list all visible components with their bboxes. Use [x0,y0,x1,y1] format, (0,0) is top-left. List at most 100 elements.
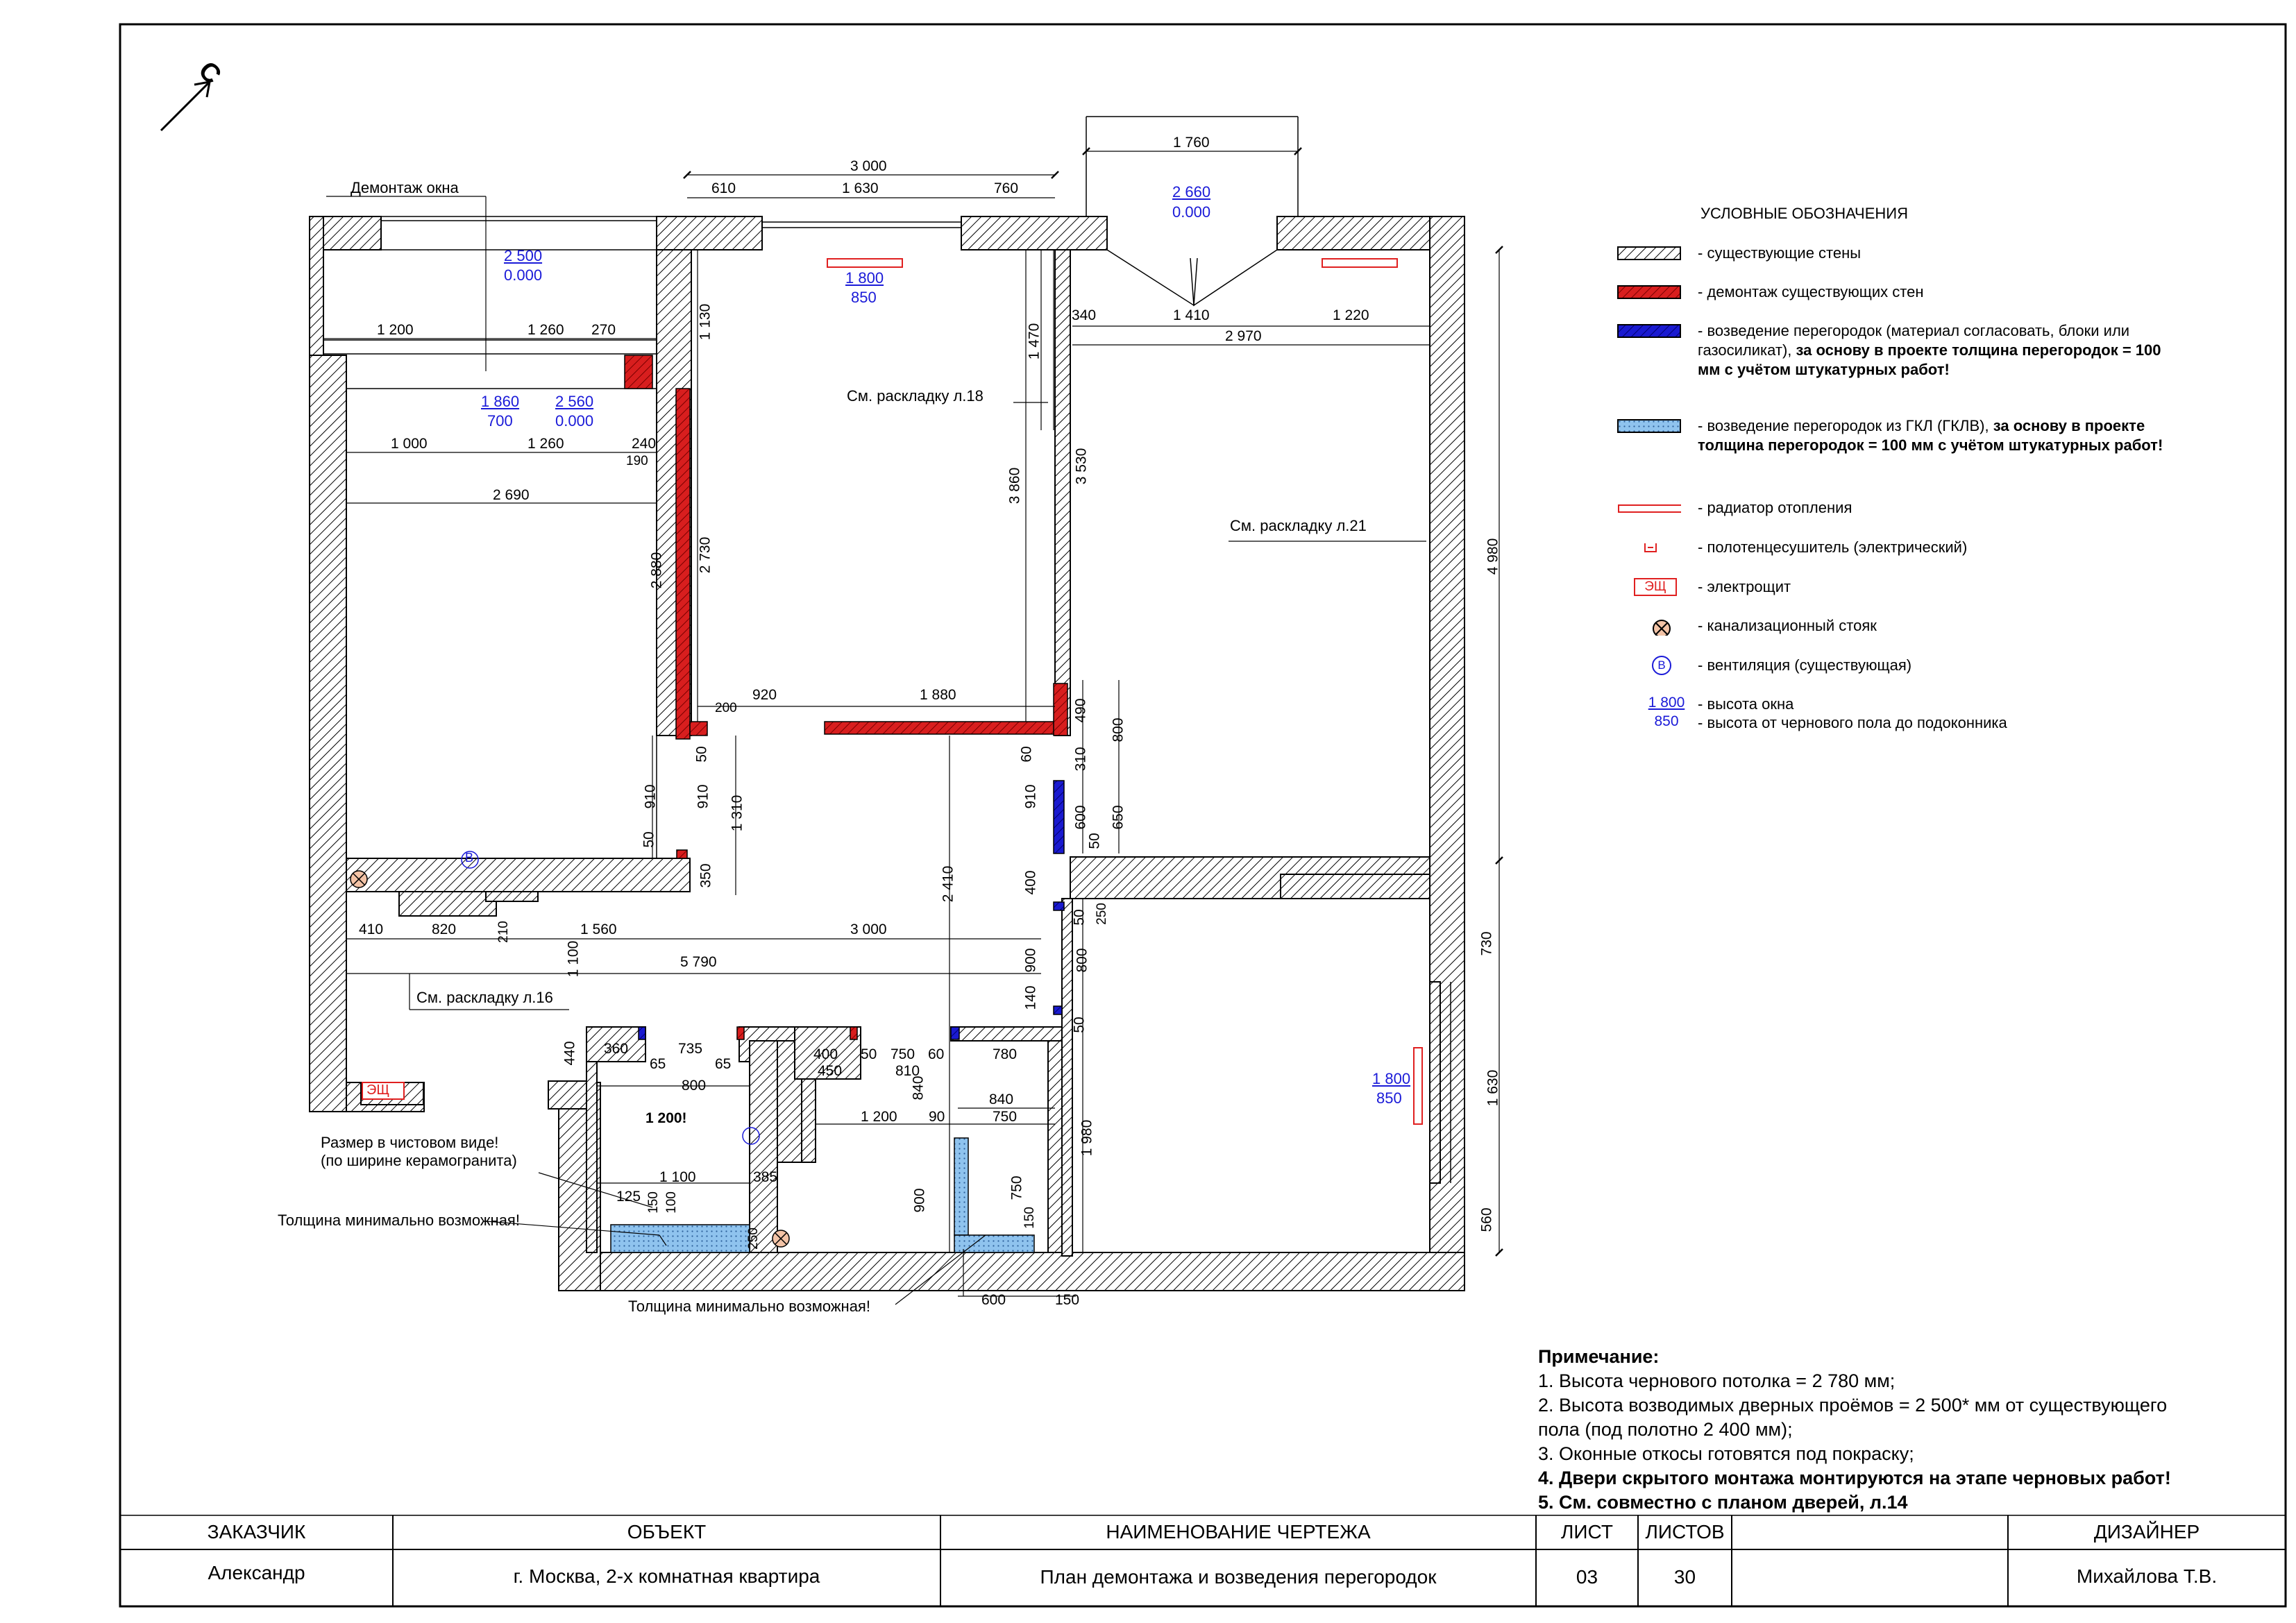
dim-3530: 3 530 [1073,448,1090,485]
existing-walls [309,216,1465,1291]
window-height-5: 2 560 [555,393,594,410]
dim-490: 490 [1072,698,1089,723]
legend-title: УСЛОВНЫЕ ОБОЗНАЧЕНИЯ [1700,205,1908,222]
north-arrow-icon [160,80,211,132]
label-see-layout-16: См. раскладку л.16 [416,989,553,1006]
note-line-6: 5. См. совместно с планом дверей, л.14 [1538,1492,1908,1513]
dim-1470: 1 470 [1026,323,1043,360]
label-see-layout-21: См. раскладку л.21 [1230,517,1367,534]
dim-385: 385 [753,1169,778,1185]
dim-820: 820 [432,921,457,937]
dim-250-a: 250 [1094,903,1109,925]
dim-150-c: 150 [1055,1292,1080,1308]
note-line-4: 3. Оконные откосы готовятся под покраску… [1538,1443,1914,1464]
tb-header-designer: ДИЗАЙНЕР [2093,1521,2200,1543]
window-sill-3: 850 [851,289,877,306]
dim-200: 200 [715,701,737,715]
sewer-riser-icon [1653,620,1671,636]
existing-wall-swatch [1617,246,1681,260]
window-height-4: 1 860 [481,393,520,410]
dim-4980: 4 980 [1485,538,1501,575]
dim-2970: 2 970 [1225,328,1262,344]
demolition-walls [624,355,1068,1040]
dim-360: 360 [604,1041,629,1057]
dim-5790: 5 790 [680,954,717,970]
tb-header-object: ОБЪЕКТ [627,1521,707,1543]
note-line-2: 2. Высота возводимых дверных проёмов = 2… [1538,1395,2168,1416]
tb-header-sheet: ЛИСТ [1561,1521,1613,1543]
electrical-panel-icon: ЭЩ [1634,578,1677,596]
dim-240: 240 [632,436,657,452]
label-finished-size: Размер в чистовом виде! [321,1134,499,1151]
electrical-panel-icon [362,1082,405,1100]
dim-910-b: 910 [695,784,711,809]
dim-310: 310 [1072,747,1089,772]
label-see-layout-18: См. раскладку л.18 [847,387,984,405]
dim-150-b: 150 [1022,1207,1037,1229]
dim-1100-b: 1 100 [659,1169,696,1185]
dim-250-b: 250 [745,1227,761,1250]
tb-value-sheet: 03 [1576,1566,1598,1588]
dim-210: 210 [496,921,511,943]
partition-gkl-swatch [1617,419,1681,433]
dim-150-a: 150 [645,1191,661,1214]
dim-600-b: 600 [981,1292,1006,1308]
radiator-icons [827,258,1423,1125]
dim-3000-top: 3 000 [850,158,887,174]
electrical-panel-label: ЭЩ [366,1082,390,1098]
window-sill-6: 850 [1376,1089,1402,1107]
note-line-3: пола (под полотно 2 400 мм); [1538,1419,1793,1440]
tb-value-drawing: План демонтажа и возведения перегородок [1040,1566,1437,1588]
window-height-symbol: 1 800 850 [1648,695,1685,729]
dim-610: 610 [711,180,736,196]
new-partitions [610,780,1065,1253]
window-sill-5: 0.000 [555,412,594,430]
dim-3860: 3 860 [1006,467,1023,504]
notes: Примечание: 1. Высота чернового потолка … [1538,1345,2232,1515]
dim-840-a: 840 [910,1076,927,1101]
tb-header-sheets: ЛИСТОВ [1645,1521,1725,1543]
dim-900-a: 900 [1022,948,1039,973]
dim-140: 140 [1022,985,1039,1010]
dim-50-d: 50 [1071,909,1088,926]
dim-780: 780 [993,1046,1018,1062]
window-height-1: 2 500 [504,247,543,264]
dim-1310: 1 310 [729,794,745,832]
dim-350: 350 [698,863,714,888]
dim-1260-room: 1 260 [527,436,564,452]
dim-750-b: 750 [993,1109,1018,1125]
dim-650: 650 [1110,805,1126,830]
notes-title: Примечание: [1538,1346,1660,1367]
dim-750-c: 750 [1008,1175,1025,1200]
radiator-icon [1618,504,1681,513]
label-min-thickness-1: Толщина минимально возможная! [278,1212,520,1229]
dim-1130: 1 130 [697,303,714,341]
window-height-3: 1 800 [845,269,884,287]
dim-410: 410 [359,921,384,937]
label-finished-size-2: (по ширине керамогранита) [321,1152,517,1169]
dim-3000-mid: 3 000 [850,921,887,937]
dim-2690: 2 690 [493,487,530,503]
dim-1980: 1 980 [1079,1119,1095,1157]
dim-1100-a: 1 100 [565,940,582,978]
dim-400: 400 [1022,870,1039,895]
dimension-lines [323,151,1500,1305]
window-height-6: 1 800 [1372,1070,1411,1087]
dim-1410: 1 410 [1173,307,1210,323]
towel-warmer-icon [1644,543,1657,552]
dim-810: 810 [895,1063,920,1079]
dim-270: 270 [591,322,616,338]
dimension-ticks [683,147,1503,1257]
dim-800-b: 800 [1074,948,1090,973]
dim-440: 440 [562,1041,578,1066]
dim-1200-balc: 1 200 [377,322,414,338]
label-window-demolition: Демонтаж окна [351,179,459,196]
dim-90: 90 [929,1109,945,1125]
dim-65-b: 65 [715,1056,732,1072]
note-line-5: 4. Двери скрытого монтажа монтируются на… [1538,1468,2171,1488]
dim-60-b: 60 [928,1046,945,1062]
dim-65-a: 65 [650,1056,666,1072]
dim-1200-b: 1 200 [861,1109,897,1125]
dim-910-c: 910 [1022,784,1039,809]
